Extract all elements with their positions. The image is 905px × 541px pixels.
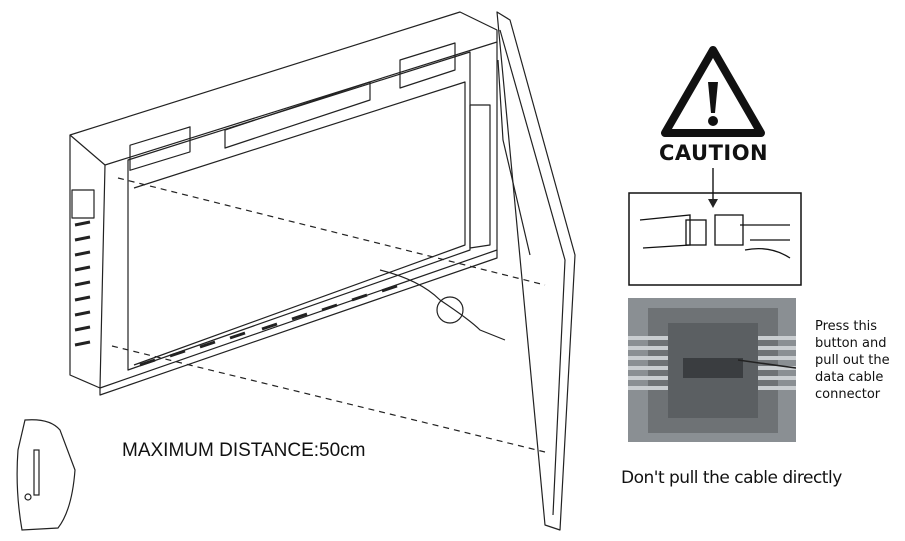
press-instruction-label: Press this button and pull out the data … — [815, 319, 890, 402]
side-profile-icon — [16, 419, 76, 531]
max-distance-label: MAXIMUM DISTANCE:50cm — [122, 440, 366, 461]
glass-door-panel — [469, 11, 576, 531]
warning-triangle-icon — [661, 46, 765, 137]
caution-label: CAUTION — [659, 141, 769, 165]
data-cable — [379, 269, 506, 341]
distance-lines — [111, 177, 546, 453]
dont-pull-label: Don't pull the cable directly — [621, 468, 842, 488]
fireplace-body — [69, 11, 498, 396]
arrow-down-icon — [708, 168, 718, 208]
connector-photo — [628, 298, 796, 442]
cable-connector-icon — [628, 192, 802, 286]
